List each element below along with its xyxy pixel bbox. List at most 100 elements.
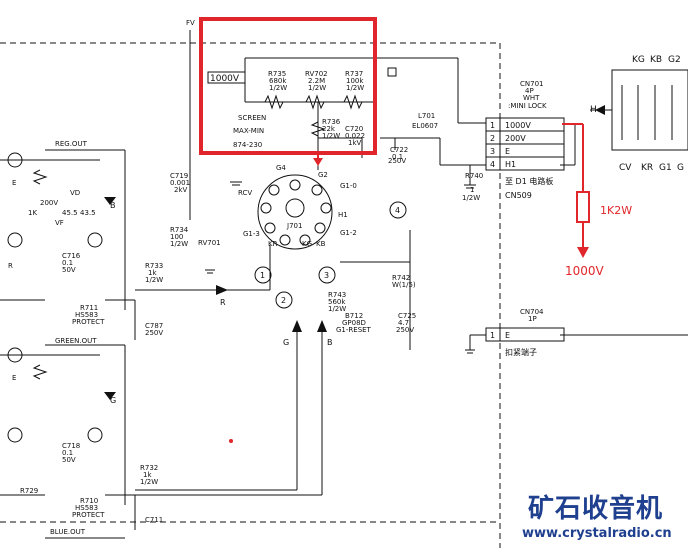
label-r742-val: W(1/5) [392,281,416,289]
label-c725-v: 250V [396,326,414,334]
label-45: 45.5 [62,209,78,217]
label-r733-val: 1k [148,269,157,277]
label-vd: VD [70,189,80,197]
label-tube-kg: KG [632,55,645,65]
label-rv702: RV702 [305,70,328,78]
label-g1-2: G1-2 [340,229,357,237]
label-range: 874-230 [233,141,262,149]
label-pin2: 200V [505,134,526,143]
label-r1: R [8,262,13,270]
label-r733: R733 [145,262,163,270]
label-circ4: 4 [395,206,400,215]
highlight-box [199,17,377,155]
label-g4: G4 [276,164,286,172]
label-h: H [590,105,597,115]
label-c719-val: 0.001 [170,179,190,187]
label-b712-val: GP08D [342,319,366,327]
arrows [104,105,605,400]
label-c718-val: 0.1 [62,449,73,457]
label-reg-out: REG.OUT [55,140,88,148]
resistor-symbols [32,94,363,380]
label-r736-w: 1/2W [322,132,340,140]
label-fv: FV [186,19,195,27]
label-rv702-val: 2.2M [308,77,325,85]
label-r735: R735 [268,70,286,78]
label-c725: C725 [398,312,416,320]
label-cn704: CN704 [520,308,544,316]
label-vf: VF [55,219,64,227]
label-c718-v: 50V [62,456,76,464]
label-c719-v: 2kV [174,186,188,194]
label-c716: C716 [62,252,81,260]
label-pin1: 1000V [505,121,531,130]
ground-symbols [205,181,476,354]
label-r732-w: 1/2W [140,478,158,486]
label-cn704-pins: 1P [528,315,537,323]
label-c720-v: 1kV [348,139,362,147]
label-1000v-red: 1000V [565,264,605,278]
label-c722-v: 250V [388,157,406,165]
label-r743-w: 1/2W [328,305,346,313]
label-maxmin: MAX-MIN [233,127,264,135]
label-g-arrow: G [283,338,289,347]
label-pin1-num: 1 [490,121,495,130]
label-r740-val: 1 [470,186,474,194]
label-rv702-w: 1/2W [308,84,326,92]
label-r711: R711 [80,304,98,312]
label-c725-val: 4.7 [398,319,409,327]
label-r740-w: 1/2W [462,194,480,202]
label-cn701-type: :MINI LOCK [508,102,547,110]
label-r710: R710 [80,497,98,505]
label-r732-val: 1k [143,471,152,479]
label-c722-val: 0.1 [392,153,403,161]
label-tube-g2: G2 [668,55,681,65]
label-to-d1: 至 D1 电路板 [505,176,553,186]
label-h1: H1 [338,211,348,219]
label-c787-v: 250V [145,329,163,337]
label-g1-0: G1-0 [340,182,357,190]
label-r737-val: 100k [346,77,364,85]
label-rcv: RCV [238,189,252,197]
label-kb: KB [316,240,326,248]
label-rv701: RV701 [198,239,221,247]
label-cn701-pins: 4P [525,87,534,95]
label-r743-val: 560k [328,298,346,306]
label-r737: R737 [345,70,363,78]
label-pin3-num: 3 [490,147,495,156]
label-pin-kr: KR [641,163,653,173]
label-circ1: 1 [260,271,265,280]
label-c716-val: 0.1 [62,259,73,267]
label-c716-v: 50V [62,266,76,274]
label-r732: R732 [140,464,158,472]
label-screen-1000v: 1000V [210,74,240,84]
label-circ3: 3 [324,271,329,280]
label-435: 43.5 [80,209,96,217]
label-l701-val: EL0607 [412,122,438,130]
label-pin3: E [505,147,510,156]
resistor-1k2w [576,191,590,223]
label-r735-w: 1/2W [269,84,287,92]
label-r710-val: HS583 [75,504,98,512]
label-c711: C711 [145,516,163,524]
label-r743: R743 [328,291,346,299]
label-e2: E [12,374,16,382]
watermark-title: 矿石收音机 [528,494,664,524]
label-circ2: 2 [281,296,286,305]
label-r733-w: 1/2W [145,276,163,284]
label-tube-kb: KB [650,55,662,65]
label-pin4-num: 4 [490,160,495,169]
label-r734-w: 1/2W [170,240,188,248]
label-c718: C718 [62,442,80,450]
label-r729: R729 [20,487,38,495]
red-annotation: 1K2W 1000V [199,17,632,443]
cn704-box [485,327,565,342]
label-cn701-color: WHT [523,94,540,102]
watermark-url: www.crystalradio.cn [522,526,672,541]
label-r736-val: 22k [322,125,336,133]
label-pin2-num: 2 [490,134,495,143]
label-c720: C720 [345,125,363,133]
label-200v: 200V [40,199,58,207]
label-j701: J701 [286,222,302,230]
label-b712-lbl: G1-RESET [336,326,372,334]
